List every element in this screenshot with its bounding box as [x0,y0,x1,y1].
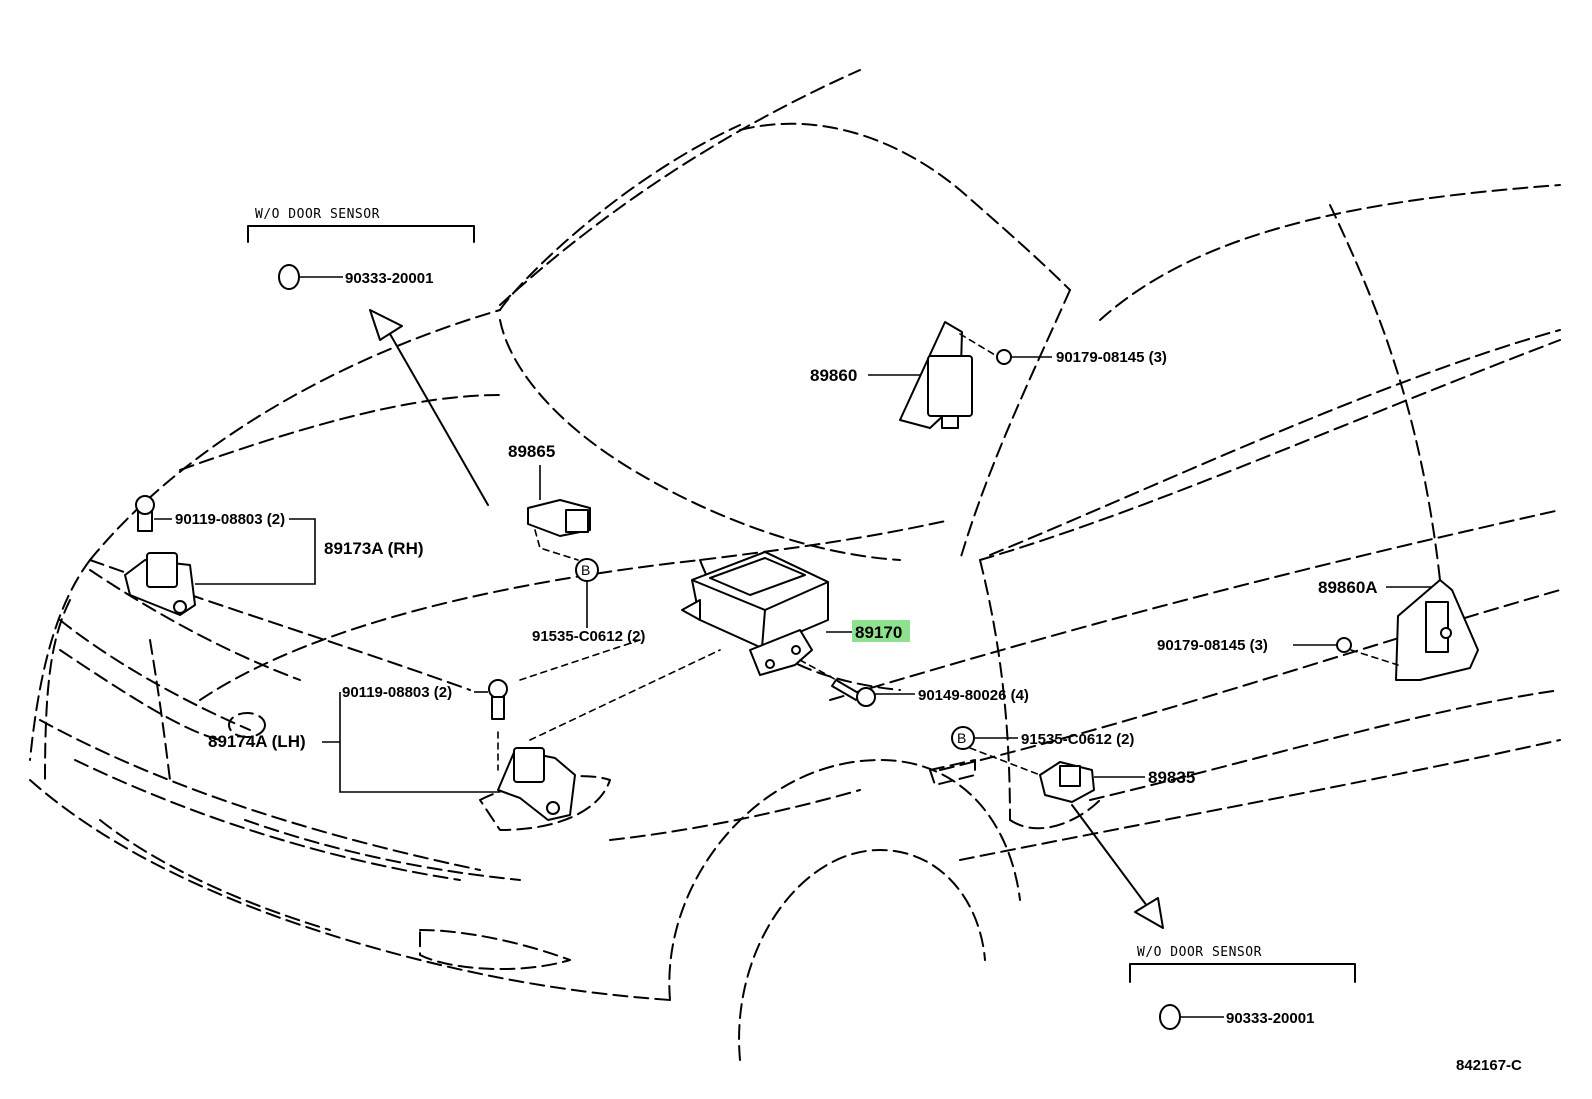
part-90179-top: 90179-08145 (3) [1056,349,1167,366]
part-90149: 90149-80026 (4) [918,687,1029,704]
part-90179-right: 90179-08145 (3) [1157,637,1268,654]
svg-text:B: B [581,562,590,578]
module-89170: 89170 [681,551,910,683]
part-91535-left: 91535-C0612 (2) [532,628,645,645]
sensor-89860a: 89860A 90179-08145 (3) [1157,578,1479,681]
part-90333-top: 90333-20001 [345,270,433,287]
sensor-89860: 89860 90179-08145 (3) [810,321,1167,429]
wo-door-sensor-group-bottom: W/O DOOR SENSOR 90333-20001 [1129,945,1356,1030]
arrow-down-right [1071,804,1164,929]
part-90119-mid: 90119-08803 (2) [342,684,452,701]
wo-door-sensor-group-top: W/O DOOR SENSOR 90333-20001 [247,207,475,290]
part-89174a-label: 89174A (LH) [208,732,306,751]
part-89170-label: 89170 [855,623,902,642]
bolt-90149: 90149-80026 (4) [831,679,1029,707]
part-89170-highlight [852,620,910,642]
wo-door-sensor-bottom-label: W/O DOOR SENSOR [1137,945,1262,960]
sensor-89173a: 90119-08803 (2) 89173A (RH) [124,495,424,616]
nut-icon [996,349,1012,365]
plug-icon [278,264,300,290]
car-body-outline [29,69,1561,1061]
part-89865-label: 89865 [508,442,555,461]
part-91535-right: 91535-C0612 (2) [1021,731,1134,748]
nut-icon [1336,637,1352,653]
sensor-89835: B 91535-C0612 (2) 89835 [951,726,1195,803]
part-90119-top: 90119-08803 (2) [175,511,285,528]
svg-text:B: B [957,730,966,746]
figure-id: 842167-C [1456,1057,1522,1074]
sensor-89174a: 90119-08803 (2) 89174A (LH) [208,639,721,821]
part-90333-bottom: 90333-20001 [1226,1010,1314,1027]
part-89173a-label: 89173A (RH) [324,539,424,558]
wo-door-sensor-top-label: W/O DOOR SENSOR [255,207,380,222]
bolt-icon [488,679,508,699]
bolt-head-icon [856,687,876,707]
part-89860a-label: 89860A [1318,578,1378,597]
sensor-89865: 89865 B 91535-C0612 (2) [508,442,645,645]
plug-icon [1159,1004,1181,1030]
part-89835-label: 89835 [1148,768,1195,787]
part-89860-label: 89860 [810,366,857,385]
arrow-up-left [369,309,489,506]
